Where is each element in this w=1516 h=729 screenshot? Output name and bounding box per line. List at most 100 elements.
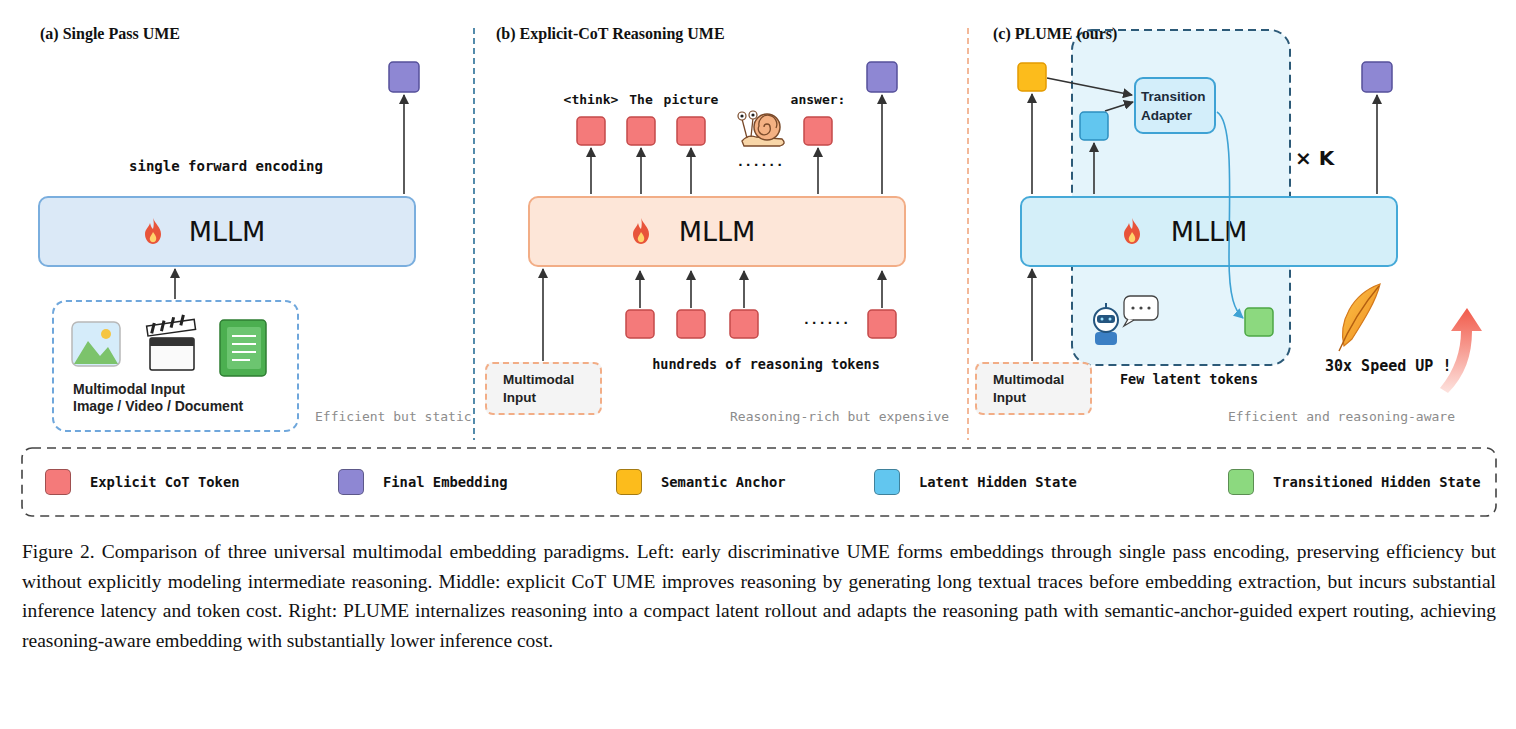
node-text: Image / Video / Document — [73, 398, 297, 415]
output-arrow — [1105, 102, 1133, 111]
feather-icon — [1339, 286, 1379, 351]
transition-arrow — [1217, 112, 1243, 318]
panel-note: Reasoning-rich but expensive — [730, 409, 949, 425]
output-arrow — [590, 148, 592, 194]
feather-icon — [1343, 284, 1380, 346]
image-icon — [72, 322, 120, 366]
flow-arrow — [1031, 269, 1033, 361]
cot-token — [677, 310, 705, 338]
output-arrow — [743, 271, 745, 308]
speech-bubble — [1139, 306, 1142, 309]
legend-entry: Final Embedding — [338, 469, 508, 495]
output-arrow — [817, 148, 819, 194]
image-icon — [72, 322, 120, 366]
legend-text: Transitioned Hidden State — [1273, 474, 1481, 490]
input-box: Multimodal Input — [975, 362, 1092, 415]
mllm-box: MLLM — [1020, 196, 1398, 267]
robot-icon — [1094, 308, 1118, 332]
speech-bubble — [1131, 306, 1134, 309]
speedup-arrow — [1440, 308, 1482, 393]
legend-swatch — [616, 469, 642, 495]
image-icon — [74, 341, 118, 364]
output-arrow — [881, 271, 883, 308]
annotation-label: picture — [664, 92, 719, 108]
output-arrow — [640, 148, 642, 194]
document-icon — [220, 320, 266, 376]
legend-swatch — [1228, 469, 1254, 495]
snail-icon — [738, 111, 784, 146]
legend-text: Latent Hidden State — [919, 474, 1077, 490]
cot-token — [730, 310, 758, 338]
cot-token — [627, 117, 655, 145]
feather-icon — [1339, 284, 1380, 351]
output-arrow — [881, 95, 883, 194]
node-text: Multimodal Input — [993, 371, 1083, 407]
flame-icon — [633, 218, 649, 244]
panel-separator — [967, 28, 969, 440]
legend-text: Final Embedding — [383, 474, 508, 490]
node-text: MLLM — [1171, 216, 1248, 247]
snail-icon — [754, 114, 780, 140]
legend-frame — [22, 448, 1496, 516]
legend-text: Explicit CoT Token — [90, 474, 240, 490]
annotation-label: hundreds of reasoning tokens — [652, 356, 880, 372]
final-embedding — [1362, 62, 1392, 92]
robot-icon — [1094, 303, 1118, 345]
output-arrow — [404, 78, 1377, 308]
robot-icon — [1095, 332, 1117, 345]
legend-entry: Transitioned Hidden State — [1228, 469, 1481, 495]
snail-icon — [751, 113, 754, 116]
node-text: MLLM — [189, 216, 266, 247]
panel-heading: (a) Single Pass UME — [40, 24, 180, 43]
speech-bubble — [1124, 319, 1134, 326]
annotation-label: The — [629, 92, 652, 108]
latent-hidden-state — [1080, 112, 1108, 140]
snail-icon — [749, 111, 757, 119]
output-arrow — [1376, 95, 1378, 194]
annotation-label: Few latent tokens — [1120, 371, 1258, 387]
mllm-box: MLLM — [528, 196, 906, 267]
speech-bubble — [1124, 296, 1158, 326]
panel-separator — [473, 28, 475, 440]
panel-note: Efficient but static — [315, 409, 472, 425]
output-arrow — [1031, 94, 1033, 194]
node-text: Transition Adapter — [1141, 87, 1211, 125]
flame-icon — [145, 218, 161, 244]
input-box: Multimodal InputImage / Video / Document — [52, 300, 299, 432]
annotation-label: single forward encoding — [129, 158, 323, 175]
cot-token — [577, 117, 896, 338]
cot-token — [626, 310, 654, 338]
annotation-label: ...... — [803, 312, 850, 328]
legend-swatch — [338, 469, 364, 495]
snail-icon — [740, 114, 743, 117]
latent-hidden-state — [1080, 112, 1108, 140]
snail-icon — [742, 136, 784, 146]
legend-entry: Latent Hidden State — [874, 469, 1077, 495]
final-embedding — [389, 62, 419, 92]
output-arrow — [639, 271, 641, 308]
robot-icon — [1105, 303, 1107, 308]
legend-text: Semantic Anchor — [661, 474, 786, 490]
robot-icon — [1097, 315, 1115, 323]
robot-icon — [1101, 318, 1104, 321]
transitioned-hidden-state — [1245, 308, 1273, 336]
output-arrow — [690, 271, 692, 308]
snail-icon — [758, 115, 777, 135]
flow-arrow — [174, 269, 176, 299]
annotation-label: <think> — [564, 92, 619, 108]
annotation-label: × K — [1295, 146, 1334, 170]
output-arrow — [1047, 78, 1132, 95]
flame-icon — [145, 218, 1140, 244]
video-icon — [150, 338, 194, 370]
cot-token — [804, 117, 832, 145]
robot-icon — [1109, 318, 1112, 321]
transition-arrow — [1217, 112, 1243, 318]
video-icon — [147, 315, 196, 370]
legend-frame — [22, 448, 1496, 516]
legend-swatch — [874, 469, 900, 495]
video-icon — [150, 315, 186, 334]
annotation-label: 30x Speed UP ! — [1325, 357, 1451, 375]
node-text: Multimodal Input — [73, 381, 297, 398]
